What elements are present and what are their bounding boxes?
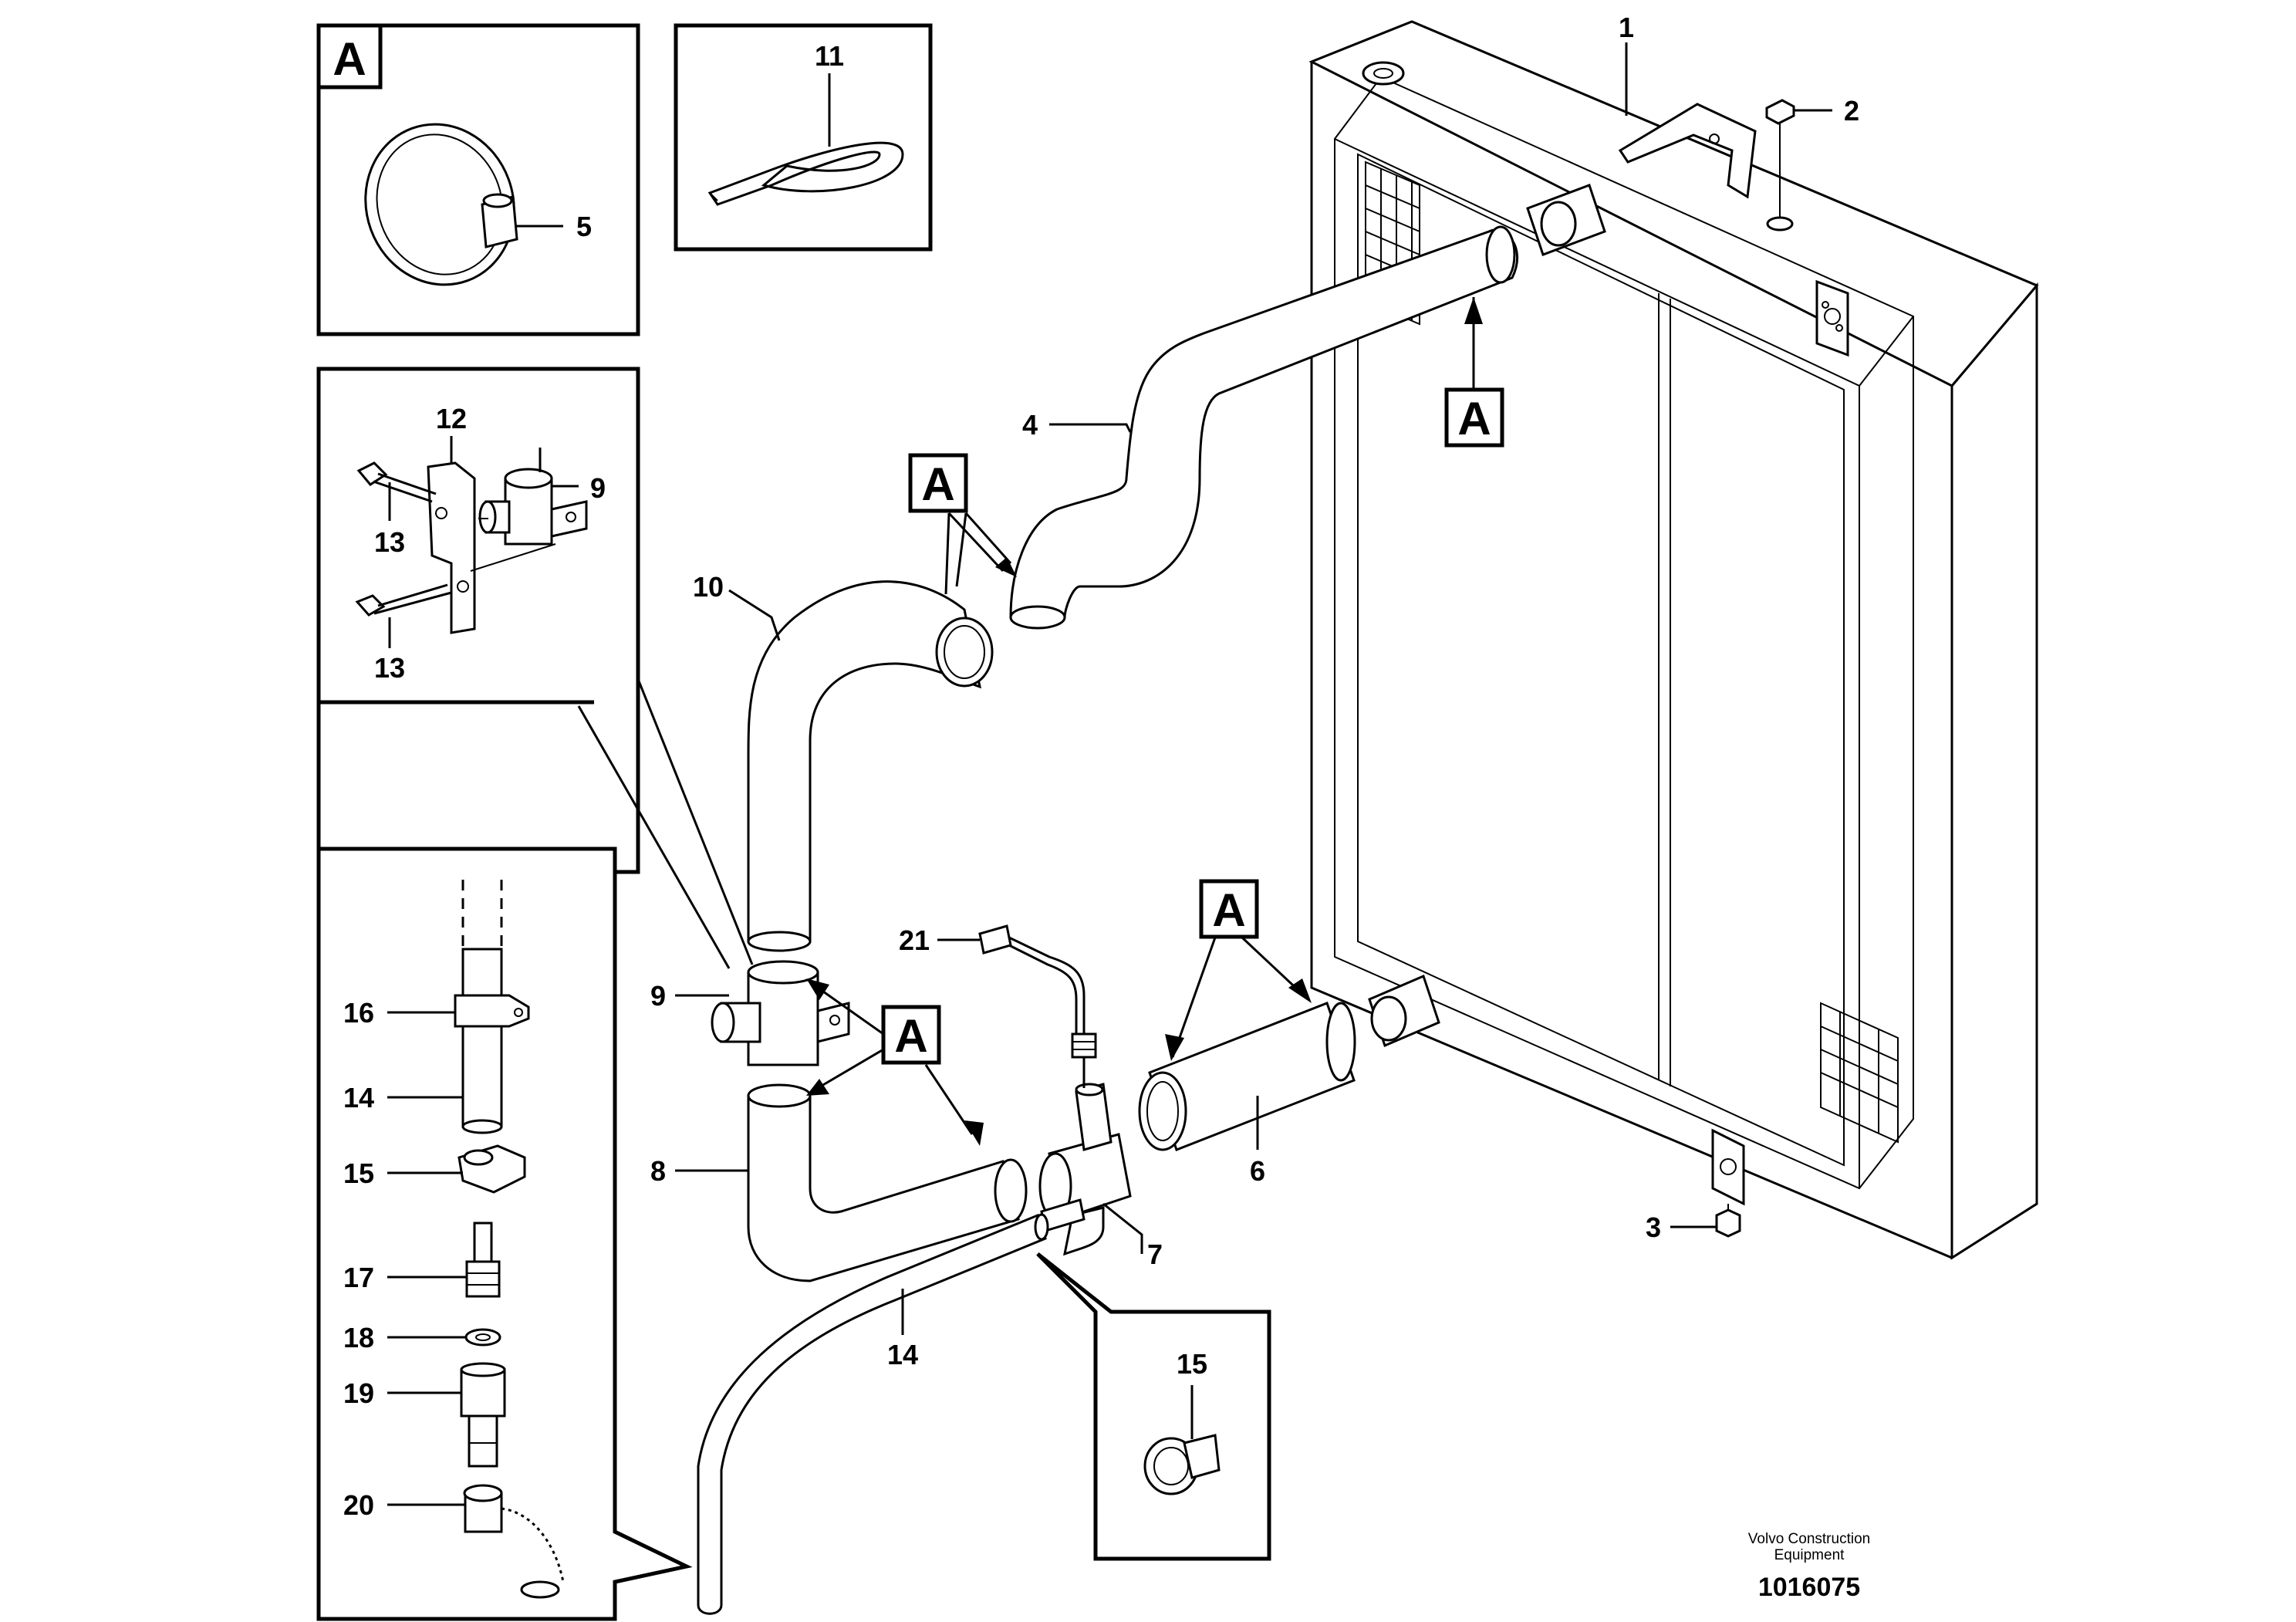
callout-A-middle: A xyxy=(806,978,984,1146)
inset-bracket-assembly: 12 13 13 9 xyxy=(316,367,754,969)
bolt-13-top xyxy=(356,461,388,486)
part-number-20: 20 xyxy=(343,1489,374,1521)
radiator-mesh-bottom xyxy=(1820,1002,1899,1144)
filler-cap xyxy=(1362,61,1405,86)
nipple-17 xyxy=(473,1222,493,1263)
inset-callout-letter: A xyxy=(333,33,366,85)
callout-letter: A xyxy=(1457,393,1491,444)
part-number-13-top: 13 xyxy=(374,526,405,558)
part-number-1: 1 xyxy=(1619,12,1634,43)
callout-A-upper-right: A xyxy=(1444,297,1504,448)
callout-A-upper-left: A xyxy=(908,453,1017,595)
bracket-12 xyxy=(427,461,476,634)
company-name-line2: Equipment xyxy=(1774,1547,1845,1563)
callout-A-lower-right: A xyxy=(1165,879,1312,1061)
mount-plate-right xyxy=(1815,279,1849,357)
upper-outlet xyxy=(1540,201,1577,247)
bolt-3 xyxy=(1715,1204,1741,1238)
part-number-16: 16 xyxy=(343,997,374,1029)
hose-clamp-ring xyxy=(364,123,515,286)
washer-18 xyxy=(464,1328,501,1347)
drawing-number: 1016075 xyxy=(1758,1573,1860,1602)
callout-letter: A xyxy=(1212,884,1245,936)
part-number-4: 4 xyxy=(1022,409,1038,441)
part-number-15-main: 15 xyxy=(1177,1348,1207,1380)
inset-drain-assembly: 16 14 15 17 18 19 20 xyxy=(316,846,693,1621)
part-number-9-main: 9 xyxy=(650,980,666,1012)
top-bracket xyxy=(1618,103,1757,199)
part-number-6: 6 xyxy=(1250,1155,1265,1187)
mount-plate-bottom xyxy=(1711,1128,1745,1206)
part-number-17: 17 xyxy=(343,1262,374,1293)
inset-hose-clamp: A 5 xyxy=(316,23,640,336)
cap-chain-ring xyxy=(520,1580,560,1599)
part-number-10: 10 xyxy=(693,571,724,603)
part-number-7: 7 xyxy=(1147,1238,1163,1270)
small-hose-14 xyxy=(697,1214,1047,1615)
tee-fitting-7 xyxy=(1038,1083,1132,1256)
bolt-2 xyxy=(1765,99,1795,231)
inset-cable-tie: 11 xyxy=(674,23,933,252)
part-number-21: 21 xyxy=(899,924,930,956)
bolt-13-bottom xyxy=(355,594,386,617)
temperature-sensor-21 xyxy=(978,924,1097,1088)
part-number-3: 3 xyxy=(1646,1211,1661,1243)
part-number-9-inset: 9 xyxy=(590,472,606,504)
part-number-2: 2 xyxy=(1844,95,1859,127)
cable-tie xyxy=(707,141,904,206)
footer-block: Volvo Construction Equipment 1016075 xyxy=(1748,1531,1870,1602)
part-number-5: 5 xyxy=(576,211,592,242)
part-number-11: 11 xyxy=(815,40,844,72)
part-number-19: 19 xyxy=(343,1377,374,1409)
radiator xyxy=(1308,20,2039,1260)
hose-14-inset xyxy=(461,948,503,1128)
part-number-15-inset: 15 xyxy=(343,1157,374,1189)
lower-elbow-hose-8 xyxy=(747,1094,1020,1282)
company-name-line1: Volvo Construction xyxy=(1748,1531,1870,1547)
upper-elbow-hose-10 xyxy=(747,580,981,943)
part-number-14-main: 14 xyxy=(887,1339,918,1370)
part-number-8: 8 xyxy=(650,1155,666,1187)
callout-letter: A xyxy=(894,1010,927,1062)
inset-small-clamp: 15 xyxy=(1036,1252,1271,1561)
lower-hose-6 xyxy=(1138,1002,1356,1151)
lower-outlet xyxy=(1370,995,1407,1042)
part-number-13-bottom: 13 xyxy=(374,652,405,684)
tee-connector-9 xyxy=(711,960,850,1066)
part-number-12: 12 xyxy=(436,403,467,434)
part-number-14-inset: 14 xyxy=(343,1082,374,1113)
clip-16 xyxy=(454,994,530,1028)
callout-letter: A xyxy=(921,458,954,510)
part-number-18: 18 xyxy=(343,1322,374,1353)
